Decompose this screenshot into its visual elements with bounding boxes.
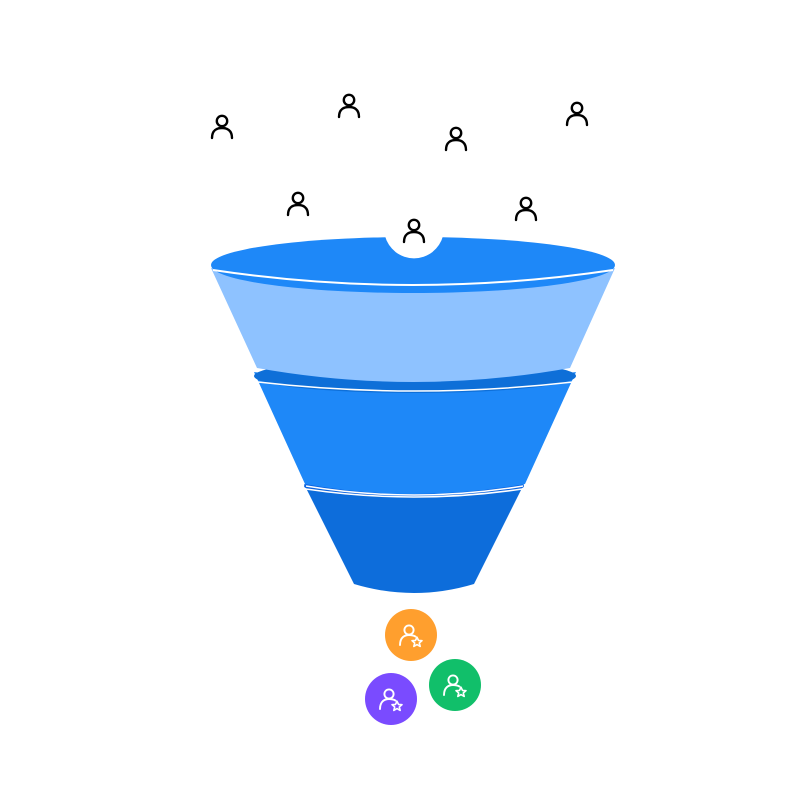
output-user-orange	[385, 609, 437, 661]
user-outline-icon	[210, 114, 234, 140]
user-outline-icon	[337, 93, 361, 119]
user-outline-icon	[514, 196, 538, 222]
funnel-stage-top-rim	[211, 237, 615, 293]
output-users	[365, 609, 481, 725]
funnel-notch	[385, 236, 443, 259]
output-user-purple	[365, 673, 417, 725]
user-outline-icon	[565, 101, 589, 127]
funnel-stage-middle-body	[254, 372, 576, 494]
funnel-stage-top	[211, 236, 615, 382]
output-user-green	[429, 659, 481, 711]
funnel-stage-top-body	[211, 268, 615, 382]
user-outline-icon	[444, 126, 468, 152]
incoming-users	[210, 93, 589, 244]
funnel-stage-bottom-body	[304, 484, 524, 593]
user-outline-icon	[286, 191, 310, 217]
